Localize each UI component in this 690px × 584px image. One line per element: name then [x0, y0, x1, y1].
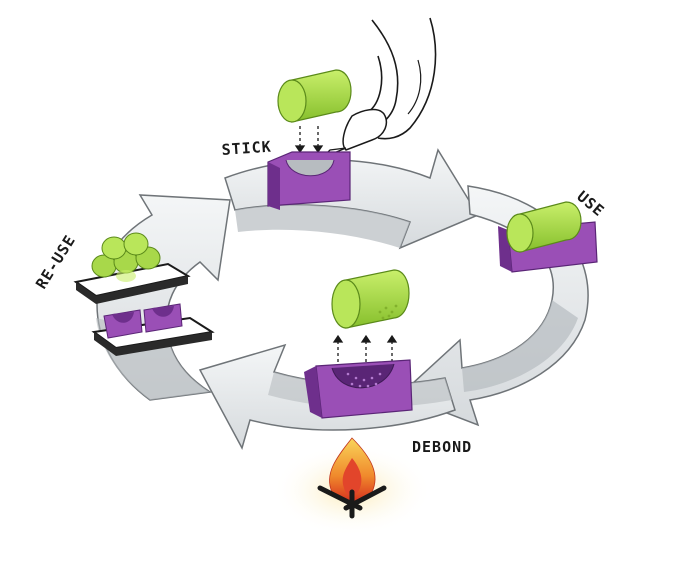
stick-purple-block [267, 151, 351, 210]
stick-green-cylinder [277, 69, 352, 123]
fire-icon [272, 437, 432, 536]
stage-label-debond: DEBOND [412, 438, 472, 456]
debond-stage: DEBOND [304, 269, 472, 456]
debond-up-arrows [332, 334, 398, 362]
reuse-green-cylinders [91, 232, 161, 282]
use-stage: USE [498, 187, 608, 273]
stick-stage: STICK [221, 17, 437, 210]
stage-label-stick: STICK [221, 138, 272, 159]
debond-green-cylinder [331, 269, 410, 329]
stage-label-reuse: RE-USE [32, 232, 79, 293]
use-green-cylinder [506, 201, 582, 253]
stick-down-arrows [294, 126, 324, 154]
arrow-stick-to-use [224, 148, 480, 250]
reuse-purple-blocks [103, 303, 183, 339]
debond-purple-block [304, 359, 413, 419]
